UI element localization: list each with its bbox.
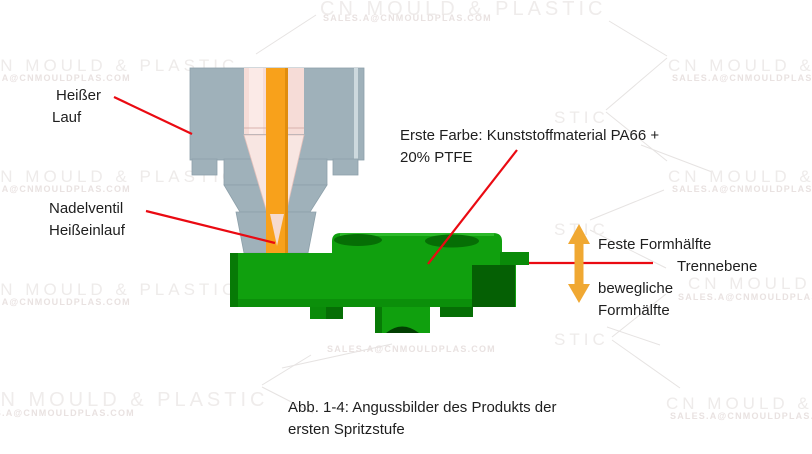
watermark-brand: CN MOULD & PLASTIC [320, 0, 607, 20]
watermark-brand: CN MOULD & PLASTIC [668, 167, 812, 186]
part-boss-recess [425, 234, 479, 248]
watermark-brand: CN MOULD & PLASTIC [0, 167, 239, 186]
watermark-email: SALES.A@CNMOULDPLAS.COM [0, 184, 131, 194]
part-runner-slab [230, 253, 502, 307]
watermark-fragment: STIC [554, 330, 609, 349]
part-sprue-arc [386, 326, 419, 333]
nozzle-right-tab [332, 158, 359, 176]
figure-caption-line1: Abb. 1-4: Angussbilder des Produkts der [288, 399, 557, 416]
watermark-email: SALES.A@CNMOULDPLAS.COM [0, 297, 131, 307]
label-needle-valve-line1: Nadelventil [49, 200, 124, 217]
label-hot-runner-line1: Heißer [56, 87, 102, 104]
watermark-email: SALES.A@CNMOULDPLAS.COM [672, 73, 812, 83]
watermark-brand: CN MOULD & PLASTIC [0, 56, 239, 75]
melt-channel-edge [285, 68, 288, 256]
figure-caption: Abb. 1-4: Angussbilder des Produkts der … [288, 397, 557, 441]
arrow-head-up [568, 224, 590, 244]
sleeve-highlight [249, 68, 263, 134]
watermark-email: SALES.A@CNMOULDPLAS.COM [0, 408, 135, 418]
watermark-brand: CN MOULD & PLASTIC [0, 280, 239, 299]
label-parting-plane: Trennebene [677, 258, 758, 275]
watermark-brand: CN MOULD & PLASTIC [0, 389, 269, 411]
label-hot-runner: Heißer Lauf [52, 85, 102, 129]
part-sprue-edge [375, 307, 382, 333]
label-first-color-line1: Erste Farbe: Kunststoffmaterial PA66 + [400, 127, 660, 144]
leader-line-hot-runner [113, 96, 193, 135]
watermark-diagonal-lines [255, 14, 713, 414]
label-first-color-line2: 20% PTFE [400, 149, 473, 166]
watermark-email: SALES.A@CNMOULDPLAS.COM [678, 292, 812, 302]
needle-tip [270, 214, 284, 246]
melt-channel-strip [266, 68, 288, 256]
part-left-foot-shadow [326, 307, 343, 319]
part-right-step [500, 252, 529, 265]
watermark-email: SALES.A@CNMOULDPLAS.COM [670, 411, 812, 421]
part-boss-recess [334, 234, 382, 246]
molded-part [230, 233, 529, 333]
watermark-fragment: STIC [554, 108, 609, 127]
part-slab-left-edge [230, 253, 238, 307]
label-needle-valve: Nadelventil Heißeinlauf [49, 198, 125, 242]
arrow-shaft [574, 242, 584, 286]
watermark-brand: CN MOULD & PLASTIC [668, 56, 812, 75]
watermark-email: SALES.A@CNMOULDPLAS.COM [323, 13, 492, 23]
label-moving-mold-half-line1: bewegliche [598, 280, 674, 297]
label-fixed-mold-half: Feste Formhälfte [598, 236, 712, 253]
label-moving-mold-half-line2: Formhälfte [598, 302, 670, 319]
watermark-email: SALES.A@CNMOULDPLAS.COM [327, 344, 496, 354]
leader-line-needle-valve [145, 209, 276, 245]
part-boss-highlight [340, 233, 494, 236]
watermark-email: SALES.A@CNMOULDPLAS.COM [0, 73, 131, 83]
arrow-head-down [568, 284, 590, 303]
watermark-email: SALES.A@CNMOULDPLAS.COM [672, 184, 812, 194]
label-hot-runner-line2: Lauf [52, 109, 82, 126]
figure-caption-line2: ersten Spritzstufe [288, 421, 405, 438]
watermark-brand: CN MOULD & PLASTIC [666, 394, 812, 413]
watermark-brand: CN MOULD & PLASTIC [688, 274, 812, 293]
parting-motion-arrow-icon [568, 224, 590, 303]
part-right-foot [440, 307, 473, 317]
melt-channel [266, 68, 288, 256]
label-first-color: Erste Farbe: Kunststoffmaterial PA66 + 2… [400, 125, 659, 169]
part-right-recess [472, 265, 515, 307]
leader-lines [113, 96, 653, 265]
nozzle-left-tab [191, 158, 218, 176]
part-slab-shading [238, 299, 502, 307]
nozzle-body-highlight [354, 68, 358, 160]
leader-line-first-color [427, 149, 518, 265]
label-needle-valve-line2: Heißeinlauf [49, 222, 125, 239]
